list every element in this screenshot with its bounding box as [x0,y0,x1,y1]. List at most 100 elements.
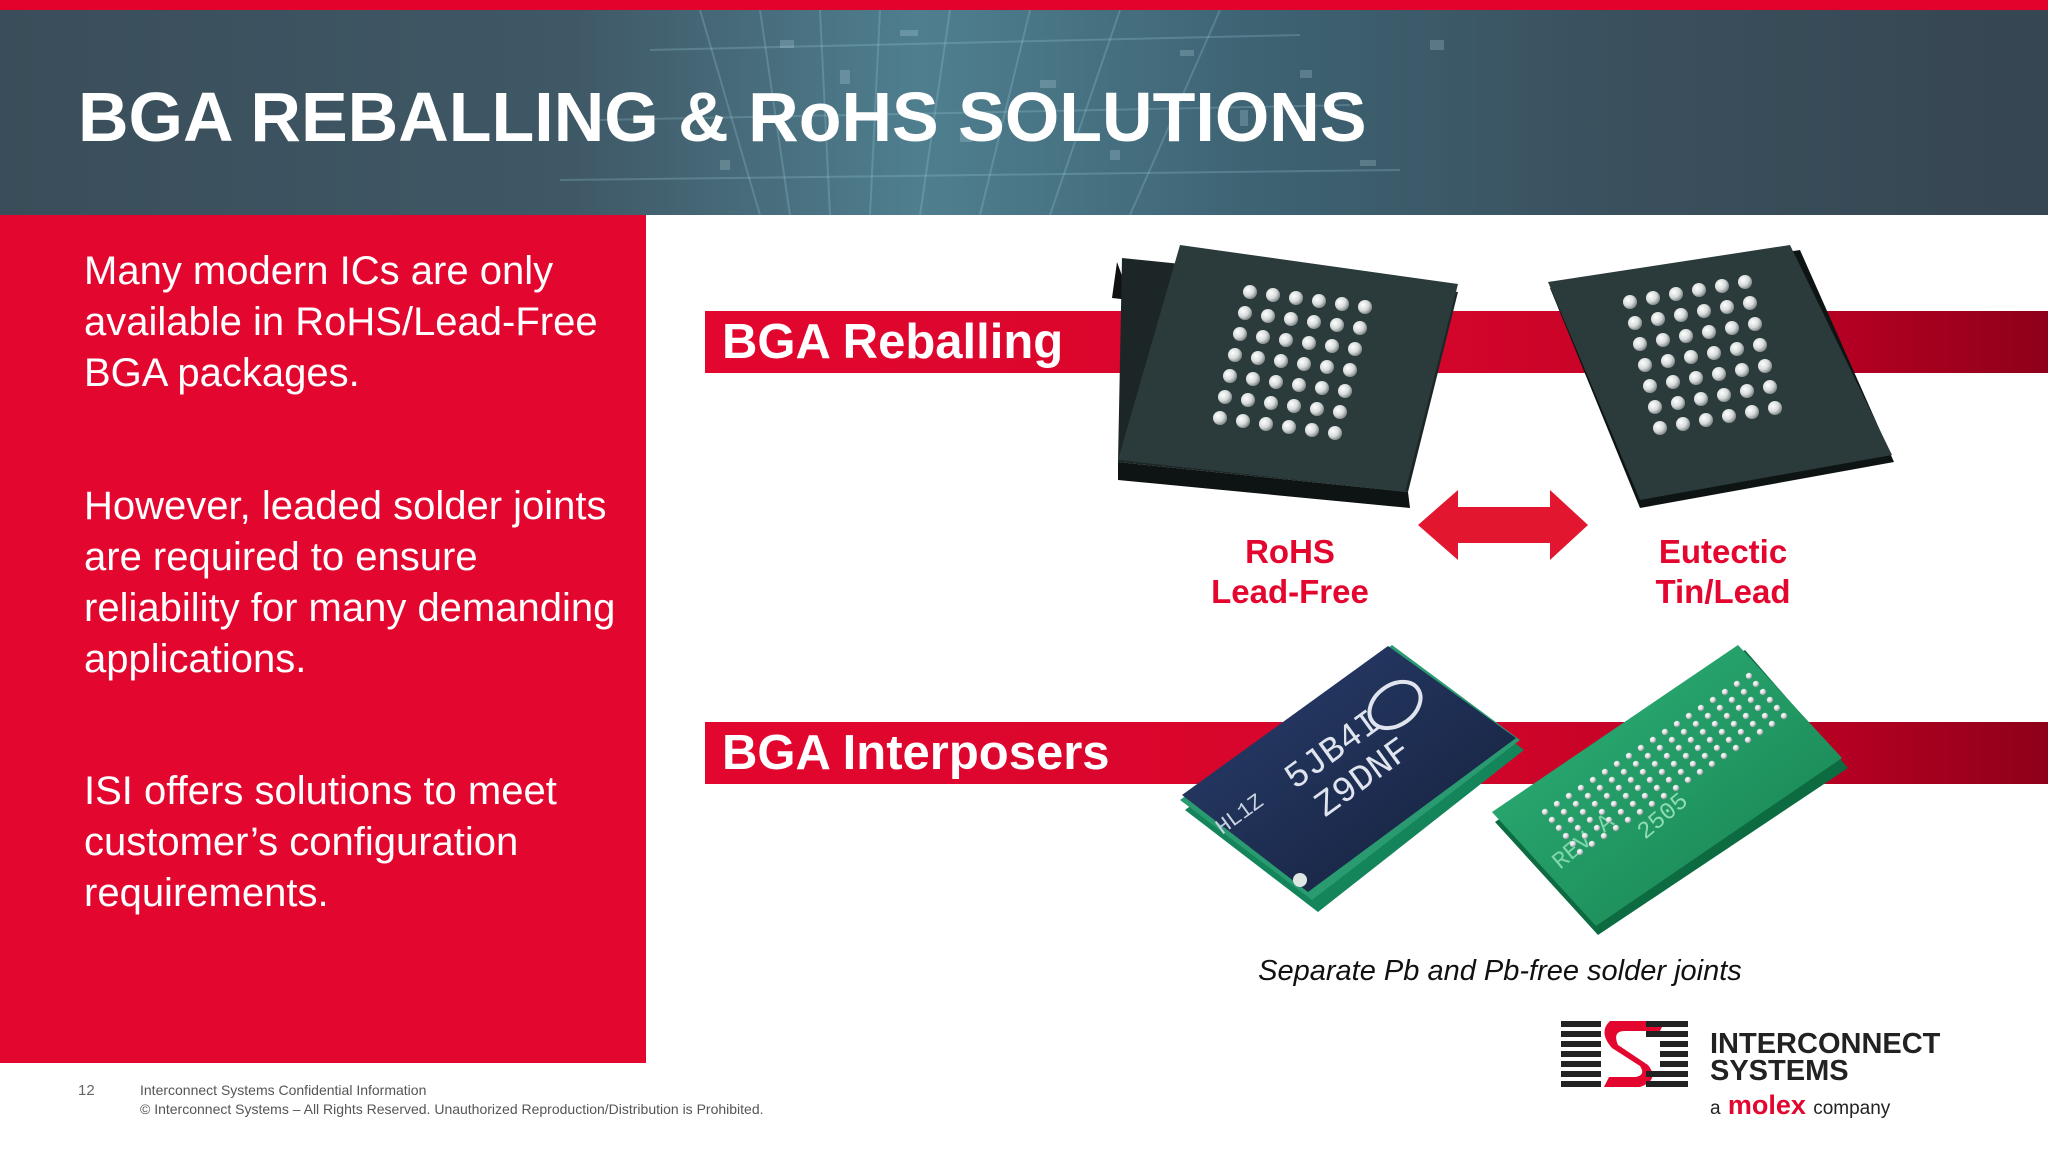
solder-ball [1569,840,1577,848]
solder-ball [1735,363,1749,377]
solder-ball [1634,784,1642,792]
solder-ball [1744,736,1752,744]
molex-brand: molex [1727,1090,1806,1120]
solder-ball [1668,736,1676,744]
solder-ball [1763,380,1777,394]
solder-ball [1335,297,1349,311]
solder-ball [1684,350,1698,364]
logo-tagline: a molex company [1710,1090,1890,1121]
solder-ball [1723,712,1731,720]
top-accent-stripe [0,0,2048,10]
solder-ball [1722,409,1736,423]
solder-ball [1636,808,1644,816]
solder-ball [1353,321,1367,335]
solder-ball [1600,832,1608,840]
logo-name-line1: INTERCONNECT [1710,1028,1941,1060]
solder-ball [1704,712,1712,720]
solder-ball [1348,342,1362,356]
solder-ball [1768,720,1776,728]
solder-ball [1702,325,1716,339]
solder-ball [1663,752,1671,760]
solder-ball [1720,300,1734,314]
solder-ball [1639,768,1647,776]
solder-ball [1574,824,1582,832]
solder-ball [1629,800,1637,808]
solder-ball [1697,304,1711,318]
company-logo: INTERCONNECT SYSTEMS a molex company [1560,1020,1980,1121]
solder-ball [1759,688,1767,696]
solder-ball [1730,720,1738,728]
rohs-label-line2: Lead-Free [1211,573,1369,610]
solder-ball [1738,275,1752,289]
solder-ball [1658,768,1666,776]
solder-ball [1720,752,1728,760]
solder-ball [1593,824,1601,832]
solder-ball [1246,372,1260,386]
solder-ball [1671,396,1685,410]
solder-ball [1656,333,1670,347]
solder-ball [1567,816,1575,824]
solder-ball [1274,354,1288,368]
solder-ball [1643,379,1657,393]
solder-ball [1706,736,1714,744]
logo-tag-prefix: a [1710,1098,1721,1119]
solder-ball [1596,784,1604,792]
solder-ball [1608,776,1616,784]
solder-ball [1661,354,1675,368]
solder-ball [1581,832,1589,840]
reballing-band-label: BGA Reballing [722,315,1064,369]
solder-ball [1679,329,1693,343]
solder-ball [1709,696,1717,704]
solder-ball [1732,744,1740,752]
solder-ball [1696,768,1704,776]
solder-ball [1752,680,1760,688]
solder-ball [1758,359,1772,373]
solder-ball [1577,784,1585,792]
solder-ball [1598,808,1606,816]
solder-ball [1699,413,1713,427]
solder-ball [1715,279,1729,293]
paragraph-rohs-availability: Many modern ICs are only available in Ro… [84,249,598,395]
solder-ball [1656,744,1664,752]
solder-ball [1641,792,1649,800]
solder-ball [1753,338,1767,352]
solder-ball [1343,363,1357,377]
solder-ball [1766,696,1774,704]
solder-ball [1315,381,1329,395]
solder-ball [1279,333,1293,347]
solder-ball [1297,357,1311,371]
solder-ball [1745,405,1759,419]
solder-ball [1699,728,1707,736]
left-text-panel [0,215,646,1063]
eutectic-label-line2: Tin/Lead [1655,573,1791,610]
solder-ball [1733,680,1741,688]
solder-ball [1251,351,1265,365]
solder-ball [1555,824,1563,832]
solder-ball [1707,346,1721,360]
solder-ball [1565,792,1573,800]
solder-ball [1637,744,1645,752]
solder-ball [1675,744,1683,752]
solder-ball [1586,816,1594,824]
solder-ball [1649,736,1657,744]
solder-ball [1328,426,1342,440]
solder-ball [1780,712,1788,720]
solder-ball [1241,393,1255,407]
paragraph-leaded-joints: However, leaded solder joints are requir… [84,484,616,681]
solder-ball [1603,792,1611,800]
solder-ball [1312,294,1326,308]
solder-ball [1282,420,1296,434]
solder-ball [1677,768,1685,776]
solder-ball [1292,378,1306,392]
solder-ball [1672,784,1680,792]
solder-ball [1333,405,1347,419]
solder-ball [1623,295,1637,309]
solder-ball [1708,760,1716,768]
solder-ball [1676,417,1690,431]
solder-ball [1307,315,1321,329]
rohs-bga-chip [1112,245,1458,508]
solder-ball [1612,824,1620,832]
solder-ball [1627,776,1635,784]
solder-ball [1264,396,1278,410]
footer-confidential: Interconnect Systems Confidential Inform… [140,1082,427,1098]
